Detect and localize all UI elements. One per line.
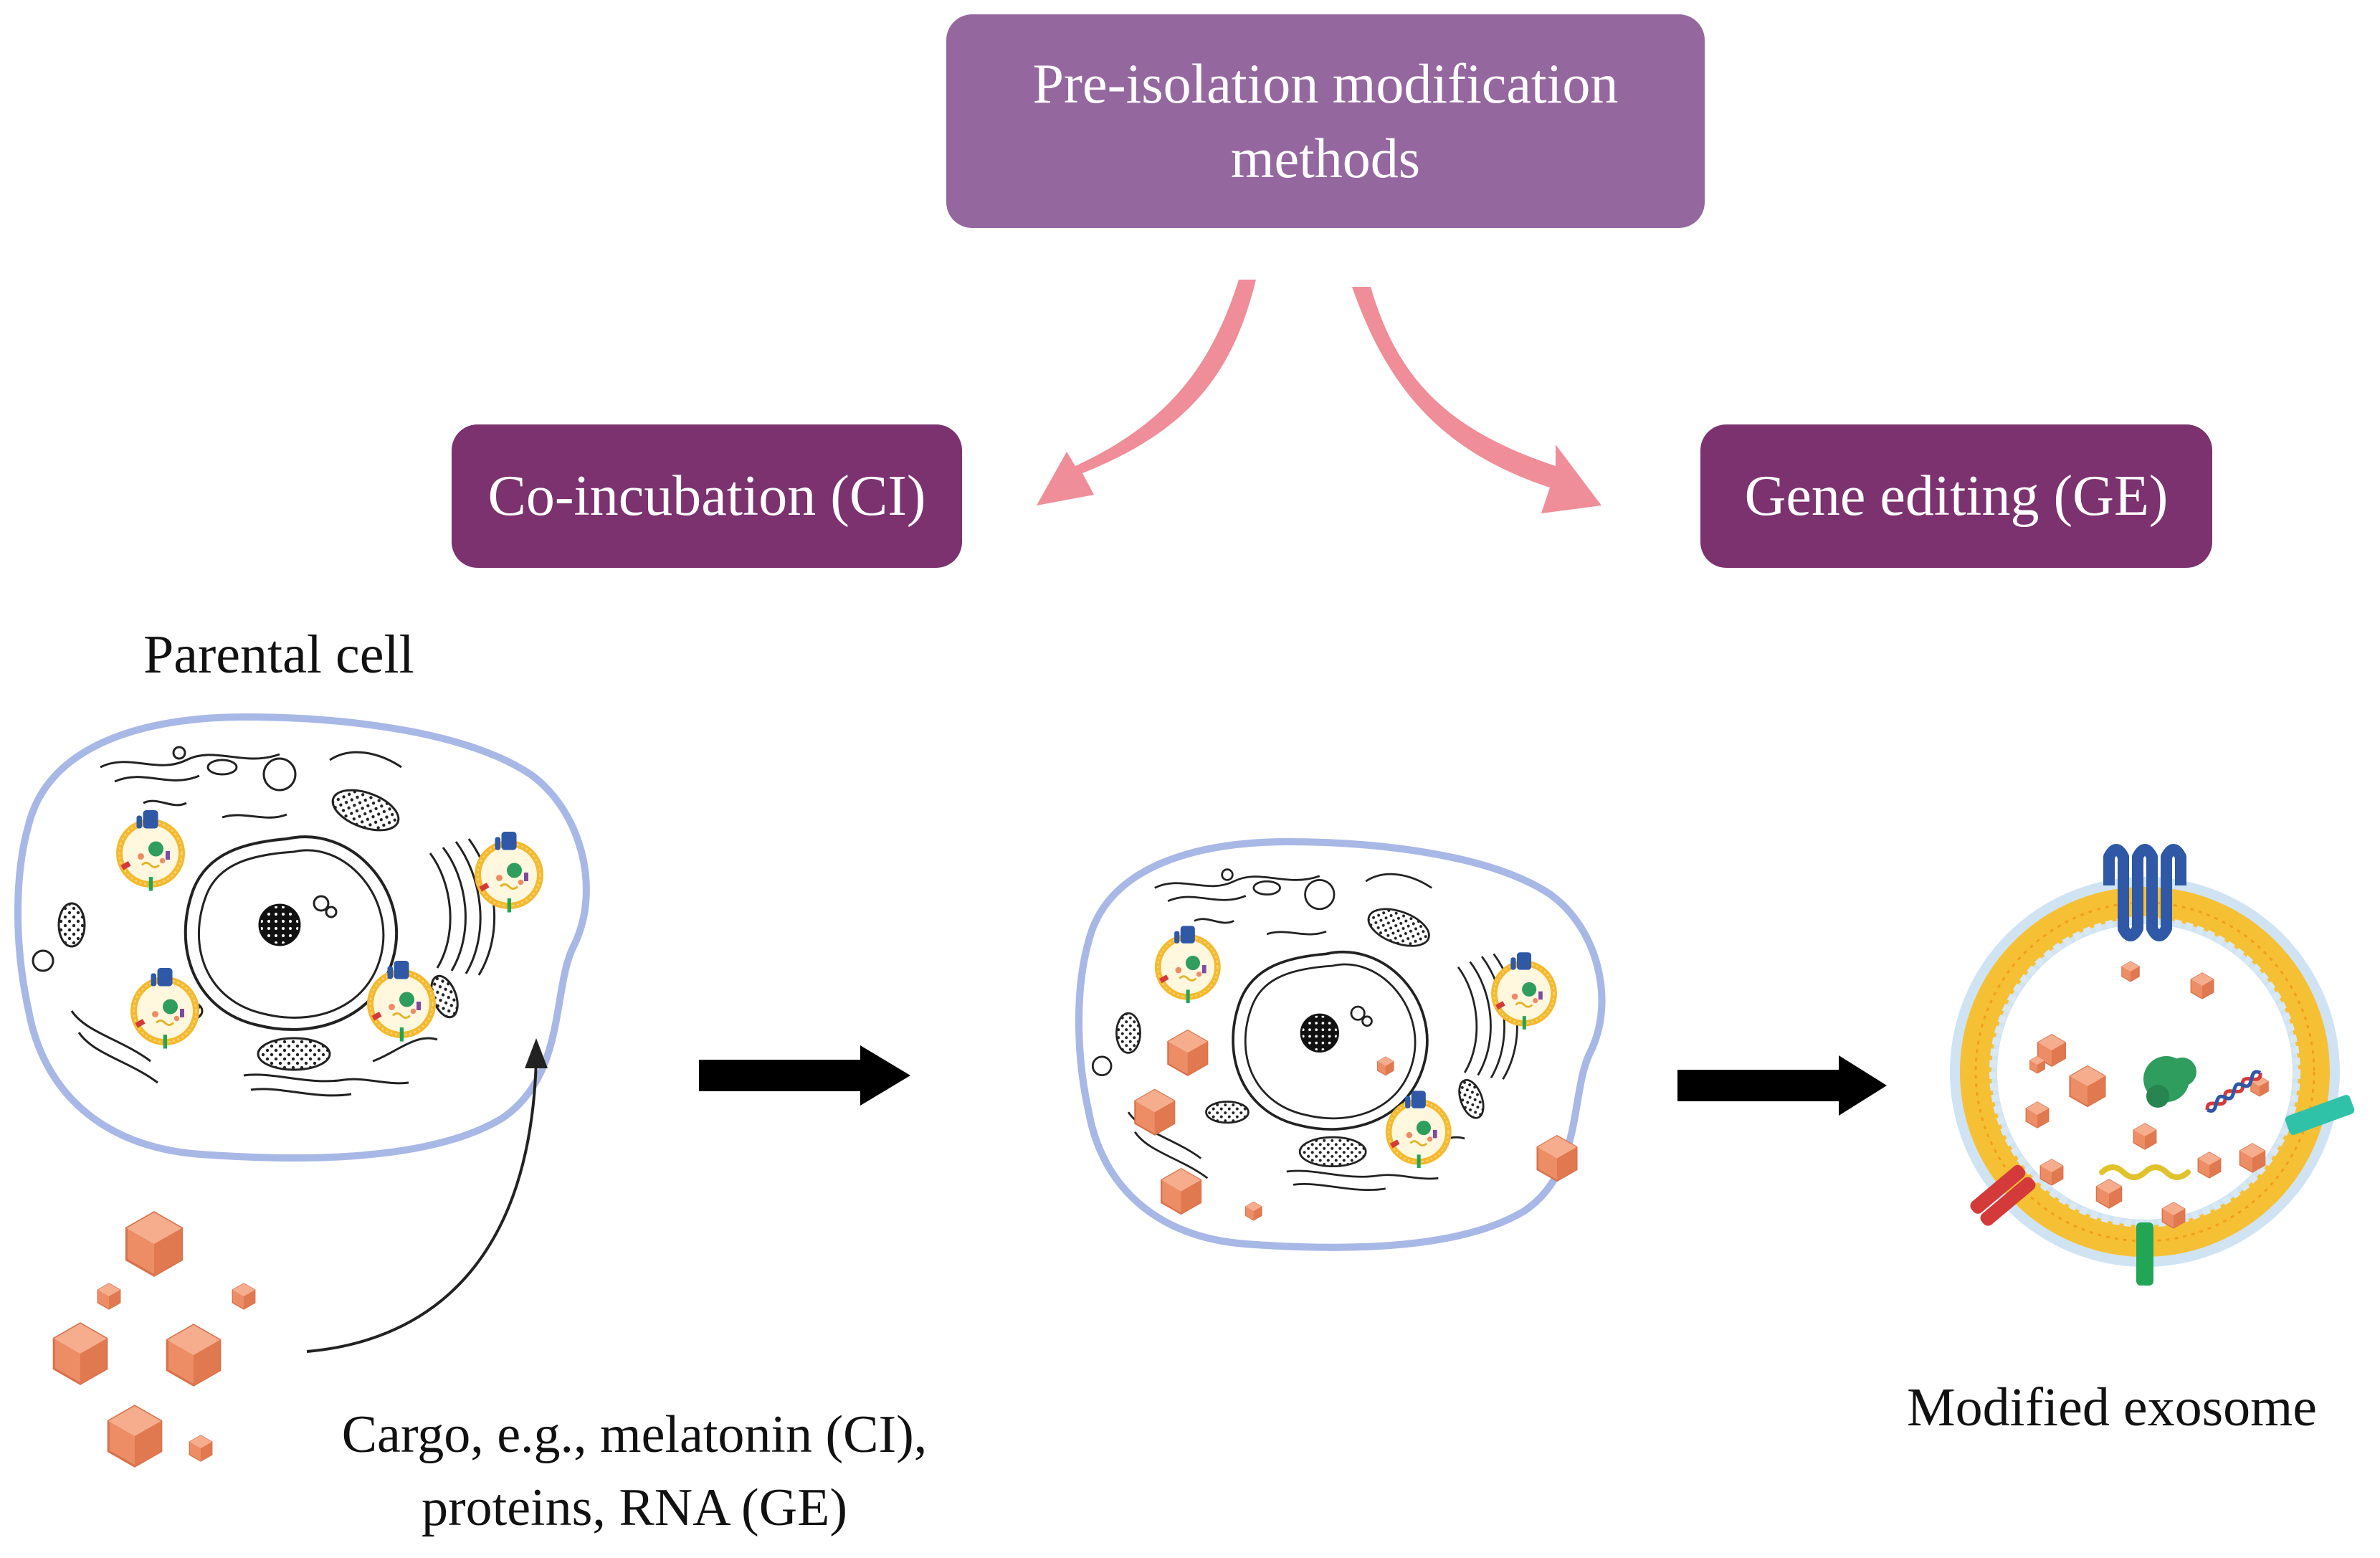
curved-arrow-left <box>1037 280 1256 505</box>
branch-arrows <box>1037 280 1601 513</box>
process-arrow-1 <box>699 1045 910 1106</box>
cargo-label-line2: proteins, RNA (GE) <box>422 1478 847 1537</box>
cargo-label-line1: Cargo, e.g., melatonin (CI), <box>341 1405 928 1464</box>
gene-editing-box: Gene editing (GE) <box>1700 424 2212 568</box>
curved-arrow-right <box>1352 287 1601 513</box>
modified-exosome <box>1950 844 2355 1286</box>
rna-icon <box>2099 1164 2191 1180</box>
cargo-label: Cargo, e.g., melatonin (CI), proteins, R… <box>294 1398 975 1544</box>
co-incubation-label: Co-incubation (CI) <box>487 464 926 528</box>
co-incubation-box: Co-incubation (CI) <box>452 424 962 568</box>
cargo-particles <box>52 1211 256 1468</box>
parental-cell <box>14 713 590 1162</box>
parental-cell-label: Parental cell <box>143 624 414 685</box>
membrane-receptor <box>2103 844 2186 941</box>
root-title-line1: Pre-isolation modification <box>1032 52 1619 115</box>
root-title-line2: methods <box>1230 127 1421 189</box>
modified-exosome-label: Modified exosome <box>1907 1377 2318 1438</box>
protein-icon <box>2143 1056 2196 1108</box>
process-arrow-2 <box>1677 1055 1887 1116</box>
uptake-arrow <box>306 1038 548 1353</box>
gene-editing-label: Gene editing (GE) <box>1744 464 2169 528</box>
dna-icon <box>2205 1070 2262 1113</box>
pre-isolation-methods-box: Pre-isolation modification methods <box>946 14 1705 228</box>
loaded-cell <box>1075 837 1606 1251</box>
